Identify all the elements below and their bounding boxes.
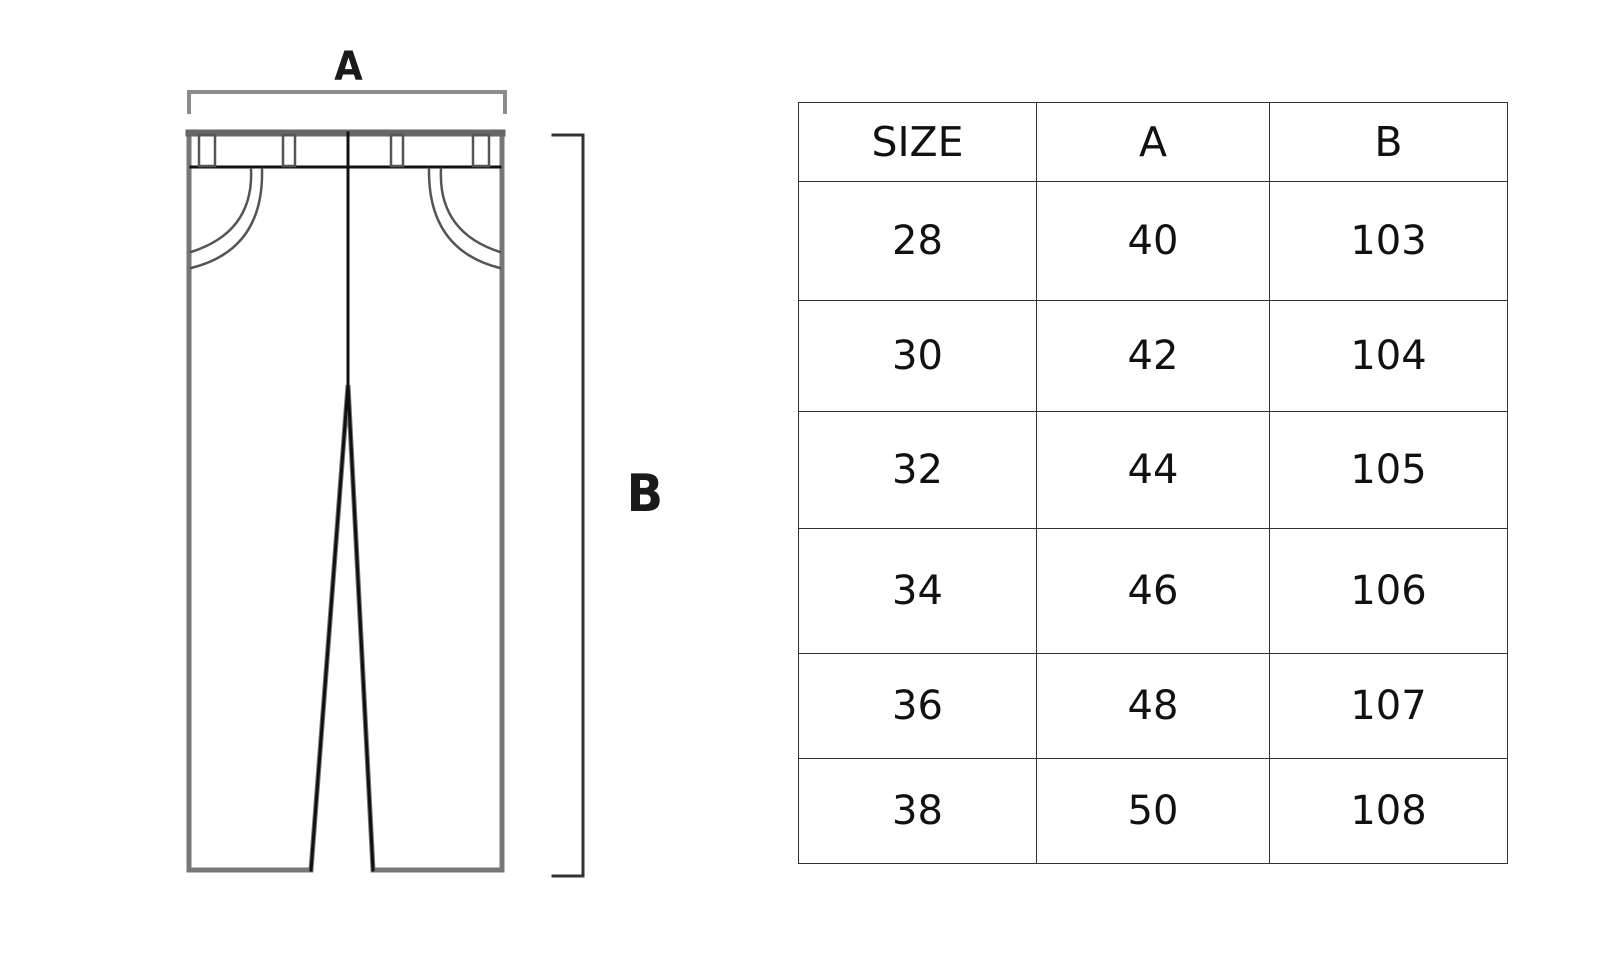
length-dimension-bracket xyxy=(551,133,585,878)
table-row: 30 42 104 xyxy=(798,300,1508,412)
cell-b: 103 xyxy=(1269,181,1508,301)
cell-size: 30 xyxy=(798,300,1037,412)
cell-a: 48 xyxy=(1036,653,1270,759)
dimension-label-b: B xyxy=(626,464,664,524)
table-row: 38 50 108 xyxy=(798,758,1508,864)
cell-b: 108 xyxy=(1269,758,1508,864)
belt-loop-3 xyxy=(389,133,405,168)
belt-loop-2 xyxy=(281,133,297,168)
table-row: 34 46 106 xyxy=(798,528,1508,654)
table-row: 32 44 105 xyxy=(798,411,1508,529)
cell-b: 106 xyxy=(1269,528,1508,654)
table-header-row: SIZE A B xyxy=(798,102,1508,182)
cell-b: 104 xyxy=(1269,300,1508,412)
cell-size: 34 xyxy=(798,528,1037,654)
header-a: A xyxy=(1036,102,1270,182)
cell-b: 105 xyxy=(1269,411,1508,529)
cell-a: 42 xyxy=(1036,300,1270,412)
cell-b: 107 xyxy=(1269,653,1508,759)
waistband xyxy=(187,131,504,169)
header-b: B xyxy=(1269,102,1508,182)
left-pocket xyxy=(189,167,264,270)
table-row: 36 48 107 xyxy=(798,653,1508,759)
cell-size: 32 xyxy=(798,411,1037,529)
belt-loop-1 xyxy=(197,133,217,168)
inseam-line xyxy=(309,384,375,872)
cell-a: 40 xyxy=(1036,181,1270,301)
cell-size: 28 xyxy=(798,181,1037,301)
cell-size: 38 xyxy=(798,758,1037,864)
cell-a: 50 xyxy=(1036,758,1270,864)
width-dimension-bracket xyxy=(187,90,507,114)
right-pocket xyxy=(427,167,502,270)
cell-a: 46 xyxy=(1036,528,1270,654)
cell-size: 36 xyxy=(798,653,1037,759)
size-table: SIZE A B 28 40 103 30 42 104 32 44 105 3… xyxy=(798,102,1508,864)
table-row: 28 40 103 xyxy=(798,181,1508,301)
cell-a: 44 xyxy=(1036,411,1270,529)
dimension-label-a: A xyxy=(334,44,363,90)
header-size: SIZE xyxy=(798,102,1037,182)
belt-loop-4 xyxy=(471,133,491,168)
